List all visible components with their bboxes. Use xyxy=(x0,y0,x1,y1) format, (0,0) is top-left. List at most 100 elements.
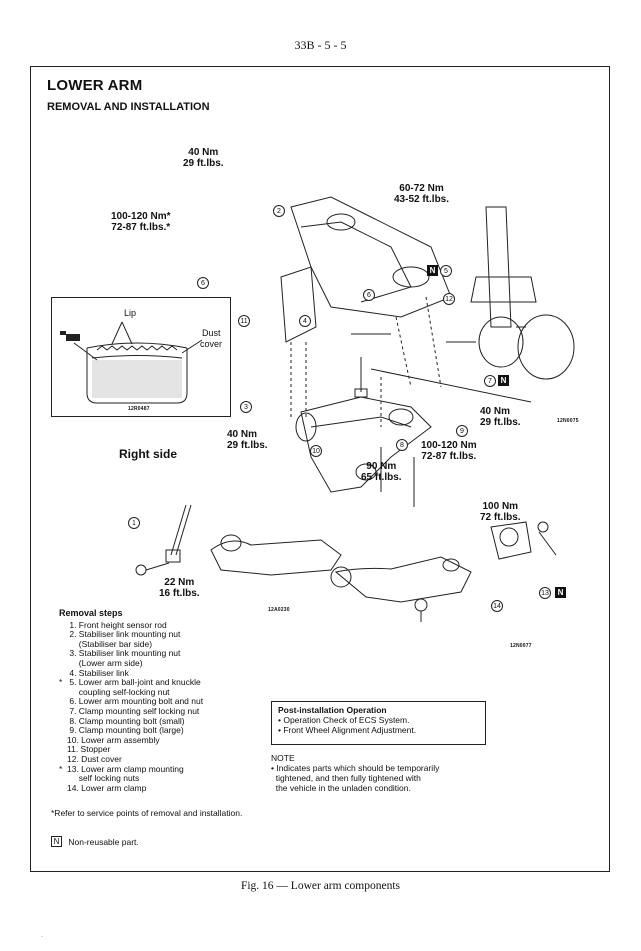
removal-steps-heading: Removal steps xyxy=(59,608,123,618)
sensor-rod-diagram xyxy=(135,504,342,576)
removal-step-item: 10. Lower arm assembly xyxy=(59,734,203,746)
callout-3: 3 xyxy=(240,401,252,413)
nonreusable-marker-7: N xyxy=(498,375,509,386)
removal-step-text: 4. Stabiliser link xyxy=(67,667,129,678)
removal-step-item: 14. Lower arm clamp xyxy=(59,782,203,794)
removal-step-star xyxy=(59,640,67,650)
section-title: LOWER ARM xyxy=(47,77,143,94)
removal-step-text: 5. Lower arm ball-joint and knuckle xyxy=(67,677,201,688)
removal-step-item: 9. Clamp mounting bolt (large) xyxy=(59,726,203,736)
figure-code-inset: 12R0487 xyxy=(128,406,150,412)
removal-step-star: * xyxy=(59,677,63,688)
post-installation-item: • Operation Check of ECS System. xyxy=(278,715,410,725)
lower-arm-clamp-diagram xyxy=(330,521,557,622)
figure-caption: Fig. 16 — Lower arm components xyxy=(240,880,401,892)
removal-step-text: coupling self-locking nut xyxy=(67,686,170,697)
removal-step-item: * 5. Lower arm ball-joint and knuckle xyxy=(59,678,203,688)
callout-6b: 6 xyxy=(363,289,375,301)
inset-label-dust: Dust xyxy=(202,328,221,338)
removal-step-text: self locking nuts xyxy=(67,773,140,784)
figure-code-lower-left: 12A0230 xyxy=(268,607,290,613)
torque-100-120nm-left: 100-120 Nm*72-87 ft.lbs.* xyxy=(111,211,171,233)
callout-6a: 6 xyxy=(197,277,209,289)
removal-step-text: 3. Stabiliser link mounting nut xyxy=(67,648,181,659)
removal-step-star xyxy=(59,717,67,727)
callout-8: 8 xyxy=(396,439,408,451)
removal-step-item: 1. Front height sensor rod xyxy=(59,619,203,631)
inset-label-lip: Lip xyxy=(124,308,137,318)
removal-step-star xyxy=(59,630,67,640)
nonreusable-legend-box: N xyxy=(51,836,62,848)
callout-2: 2 xyxy=(273,205,285,217)
removal-step-star xyxy=(59,736,67,746)
removal-step-text: 1. Front height sensor rod xyxy=(67,619,167,630)
stray-mark: . xyxy=(41,930,44,939)
removal-step-item: 12. Dust cover xyxy=(59,753,203,765)
service-points-note: *Refer to service points of removal and … xyxy=(51,808,243,818)
post-installation-box: Post-installation Operation • Operation … xyxy=(271,701,486,745)
removal-step-text: 14. Lower arm clamp xyxy=(67,782,147,793)
main-exploded-diagram xyxy=(280,196,575,507)
nonreusable-marker-5: N xyxy=(427,265,438,276)
callout-5: 5 xyxy=(440,265,452,277)
removal-step-text: 10. Lower arm assembly xyxy=(67,734,160,745)
removal-step-star xyxy=(59,688,67,698)
content-frame: LOWER ARM REMOVAL AND INSTALLATION xyxy=(30,66,610,872)
nonreusable-legend: N Non-reusable part. xyxy=(51,836,139,848)
removal-step-text: 8. Clamp mounting bolt (small) xyxy=(67,715,185,726)
removal-step-text: 12. Dust cover xyxy=(67,753,122,764)
removal-step-item: 2. Stabiliser link mounting nut xyxy=(59,630,203,640)
post-installation-heading: Post-installation Operation xyxy=(278,705,387,715)
callout-7: 7 xyxy=(484,375,496,387)
removal-step-text: 9. Clamp mounting bolt (large) xyxy=(67,725,184,736)
note-line: • Indicates parts which should be tempor… xyxy=(271,763,440,773)
note-line: the vehicle in the unladen condition. xyxy=(271,783,411,793)
removal-step-text: (Lower arm side) xyxy=(67,657,143,668)
removal-step-item: 11. Stopper xyxy=(59,745,203,755)
removal-step-item: 3. Stabiliser link mounting nut xyxy=(59,649,203,659)
removal-step-item: coupling self-locking nut xyxy=(59,686,203,698)
removal-step-text: 7. Clamp mounting self locking nut xyxy=(67,705,200,716)
nonreusable-marker-13: N xyxy=(555,587,566,598)
callout-13: 13 xyxy=(539,587,551,599)
removal-step-star: * xyxy=(59,763,63,774)
removal-step-item: self locking nuts xyxy=(59,773,203,784)
removal-step-star xyxy=(59,745,67,755)
removal-step-item: 7. Clamp mounting self locking nut xyxy=(59,705,203,717)
removal-step-item: * 13. Lower arm clamp mounting xyxy=(59,763,203,775)
nonreusable-legend-text: Non-reusable part. xyxy=(68,836,139,847)
figure-code-lower-right: 12N0077 xyxy=(510,643,532,649)
removal-step-text: 13. Lower arm clamp mounting xyxy=(67,763,184,774)
removal-step-item: (Lower arm side) xyxy=(59,657,203,669)
callout-10: 10 xyxy=(310,445,322,457)
removal-step-star xyxy=(59,659,67,669)
removal-steps-list: 1. Front height sensor rod 2. Stabiliser… xyxy=(59,619,203,794)
removal-step-star xyxy=(59,774,67,784)
removal-step-item: 6. Lower arm mounting bolt and nut xyxy=(59,697,203,707)
removal-step-star xyxy=(59,697,67,707)
callout-14: 14 xyxy=(491,600,503,612)
callout-4: 4 xyxy=(299,315,311,327)
callout-1: 1 xyxy=(128,517,140,529)
removal-step-text: 2. Stabiliser link mounting nut xyxy=(67,629,181,640)
note-line: tightened, and then fully tightened with xyxy=(271,773,421,783)
inset-dust-cover: Lip Dust cover 12R0487 xyxy=(51,297,231,417)
callout-11: 11 xyxy=(238,315,250,327)
post-installation-item: • Front Wheel Alignment Adjustment. xyxy=(278,725,417,735)
right-side-label: Right side xyxy=(119,447,178,461)
removal-step-item: 8. Clamp mounting bolt (small) xyxy=(59,715,203,727)
removal-steps: Removal steps 1. Front height sensor rod… xyxy=(59,608,203,794)
removal-step-text: 11. Stopper xyxy=(67,744,111,755)
removal-step-item: 4. Stabiliser link xyxy=(59,667,203,679)
note-block: NOTE • Indicates parts which should be t… xyxy=(271,753,439,793)
removal-step-star xyxy=(59,649,67,659)
removal-step-star xyxy=(59,784,67,794)
section-subtitle: REMOVAL AND INSTALLATION xyxy=(47,101,210,113)
removal-step-text: (Stabiliser bar side) xyxy=(67,638,153,649)
